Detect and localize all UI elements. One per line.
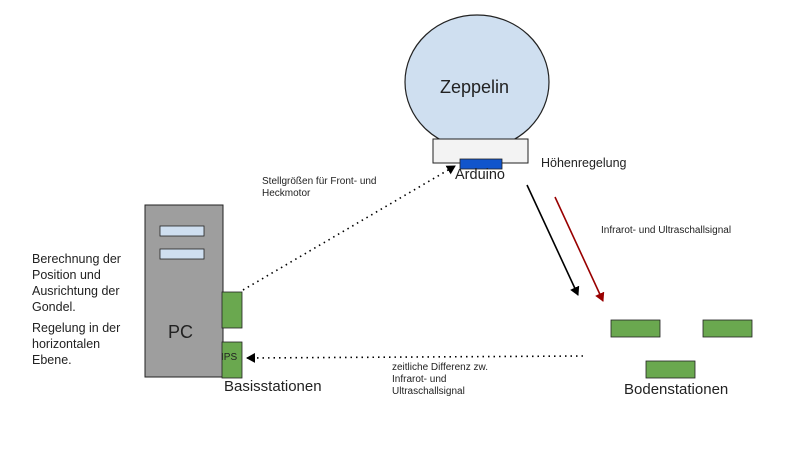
zeppelin-label: Zeppelin xyxy=(440,77,510,97)
ir-us-signal-arrow xyxy=(554,196,605,302)
arduino-label: Arduino xyxy=(455,167,505,183)
pc-drive-bay xyxy=(159,248,205,260)
height-control-label: Höhenregelung xyxy=(541,156,627,170)
base-stations-label: Basisstationen xyxy=(224,378,322,395)
ground-station xyxy=(702,319,753,338)
horizontal-control-label: Regelung in der horizontalen Ebene. xyxy=(32,321,121,367)
height-signal-arrow xyxy=(526,184,580,296)
arduino-board xyxy=(459,158,503,170)
position-calc-label: Berechnung der Position und Ausrichtung … xyxy=(32,252,121,314)
dotted-arrow-to-arduino xyxy=(242,165,456,291)
dotted-arrow-to-ips xyxy=(246,352,584,363)
pc-label: PC xyxy=(168,322,194,342)
pc-drive-bay xyxy=(159,225,205,237)
ips-label: IPS xyxy=(221,352,238,363)
time-difference-label: zeitliche Differenz zw. Infrarot- und Ul… xyxy=(392,362,488,397)
ground-stations-label: Bodenstationen xyxy=(624,381,729,398)
control-signal-label: Stellgrößen für Front- und Heckmotor xyxy=(262,176,377,199)
ground-station xyxy=(645,360,696,379)
ips-station xyxy=(221,341,243,379)
ground-station xyxy=(610,319,661,338)
base-station xyxy=(221,291,243,329)
ir-us-signal-label: Infrarot- und Ultraschallsignal xyxy=(601,225,732,236)
